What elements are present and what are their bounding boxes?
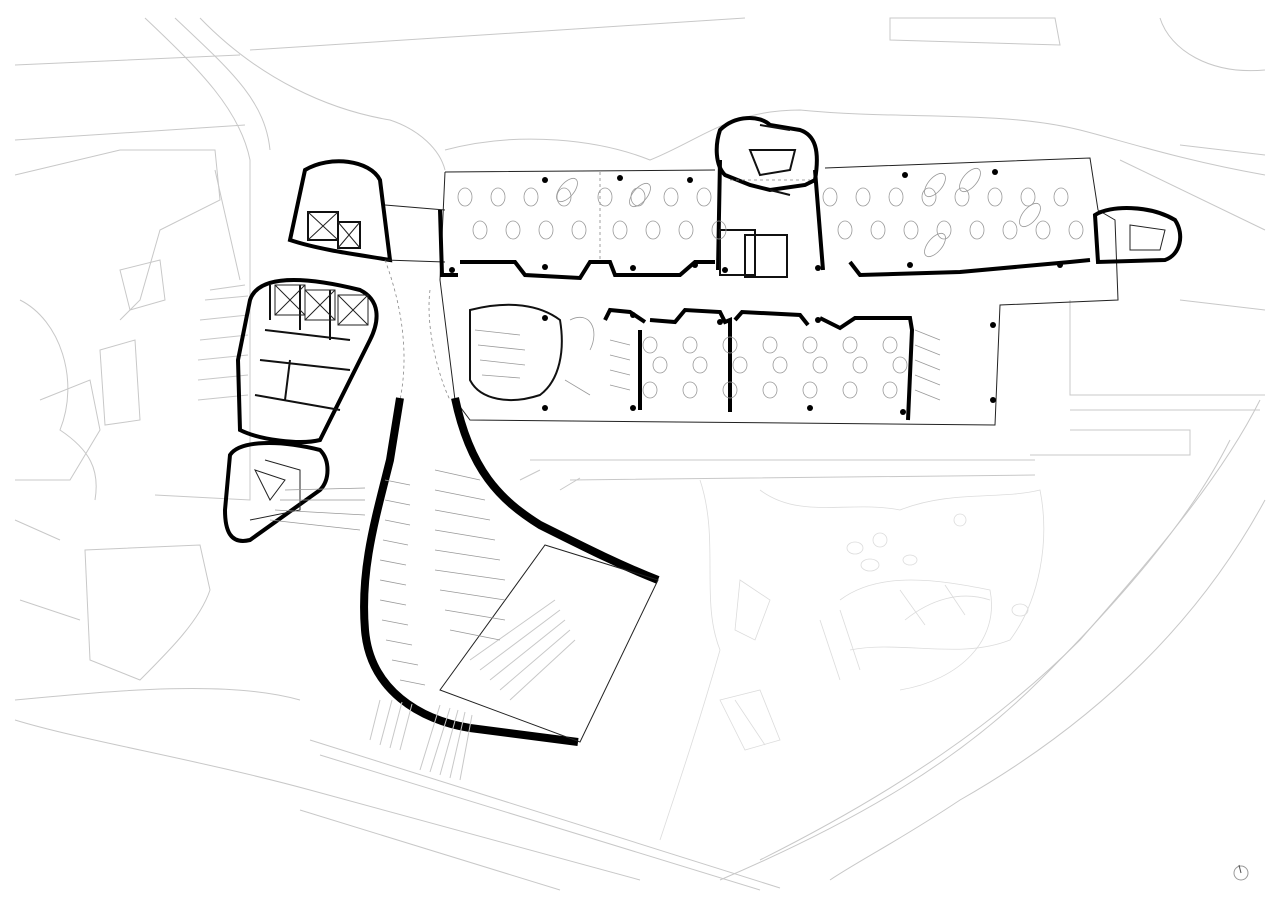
table — [921, 187, 937, 207]
table — [924, 232, 946, 258]
west-wing — [222, 159, 451, 543]
table — [762, 336, 778, 354]
column — [630, 265, 636, 271]
auditorium — [360, 397, 660, 781]
table — [682, 381, 698, 399]
structural-columns — [449, 169, 1063, 415]
table — [842, 336, 858, 354]
column — [630, 312, 636, 318]
column — [542, 405, 548, 411]
table — [642, 336, 658, 354]
bridge — [384, 204, 446, 263]
furniture-tables — [457, 167, 1084, 399]
table — [837, 220, 853, 240]
table — [645, 220, 661, 240]
table — [556, 187, 572, 207]
table — [538, 220, 554, 240]
site-context — [14, 17, 1266, 891]
column — [717, 319, 723, 325]
table — [987, 187, 1003, 207]
table — [888, 187, 904, 207]
table — [722, 381, 738, 399]
table — [732, 356, 748, 374]
column — [722, 267, 728, 273]
table — [630, 187, 646, 207]
column — [542, 315, 548, 321]
table — [954, 187, 970, 207]
table — [822, 187, 838, 207]
column — [907, 262, 913, 268]
table — [772, 356, 788, 374]
table — [505, 220, 521, 240]
table — [936, 220, 952, 240]
table — [629, 182, 651, 208]
table — [802, 336, 818, 354]
column — [815, 265, 821, 271]
table — [556, 177, 578, 203]
table — [882, 381, 898, 399]
table — [855, 187, 871, 207]
table — [490, 187, 506, 207]
table — [692, 356, 708, 374]
column — [1057, 262, 1063, 268]
table — [1019, 202, 1041, 228]
table — [457, 187, 473, 207]
table — [1002, 220, 1018, 240]
column — [900, 409, 906, 415]
column — [692, 262, 698, 268]
column — [542, 264, 548, 270]
east-wing — [438, 116, 1183, 426]
table — [903, 220, 919, 240]
table — [523, 187, 539, 207]
table — [882, 336, 898, 354]
table — [762, 381, 778, 399]
table — [678, 220, 694, 240]
column — [815, 317, 821, 323]
table — [842, 381, 858, 399]
table — [663, 187, 679, 207]
table — [722, 336, 738, 354]
table — [802, 381, 818, 399]
table — [642, 381, 658, 399]
column — [990, 322, 996, 328]
table — [870, 220, 886, 240]
column — [630, 405, 636, 411]
column — [992, 169, 998, 175]
table — [472, 220, 488, 240]
column — [902, 172, 908, 178]
table — [852, 356, 868, 374]
table — [1020, 187, 1036, 207]
table — [711, 220, 727, 240]
table — [652, 356, 668, 374]
table — [682, 336, 698, 354]
column — [449, 267, 455, 273]
table — [812, 356, 828, 374]
table — [1053, 187, 1069, 207]
table — [612, 220, 628, 240]
table — [959, 167, 981, 193]
column — [542, 177, 548, 183]
north-arrow-icon — [1233, 864, 1249, 881]
table — [924, 172, 946, 198]
table — [1035, 220, 1051, 240]
table — [969, 220, 985, 240]
table — [571, 220, 587, 240]
column — [687, 177, 693, 183]
column — [990, 397, 996, 403]
column — [617, 175, 623, 181]
table — [1068, 220, 1084, 240]
table — [696, 187, 712, 207]
column — [807, 405, 813, 411]
table — [597, 187, 613, 207]
table — [892, 356, 908, 374]
